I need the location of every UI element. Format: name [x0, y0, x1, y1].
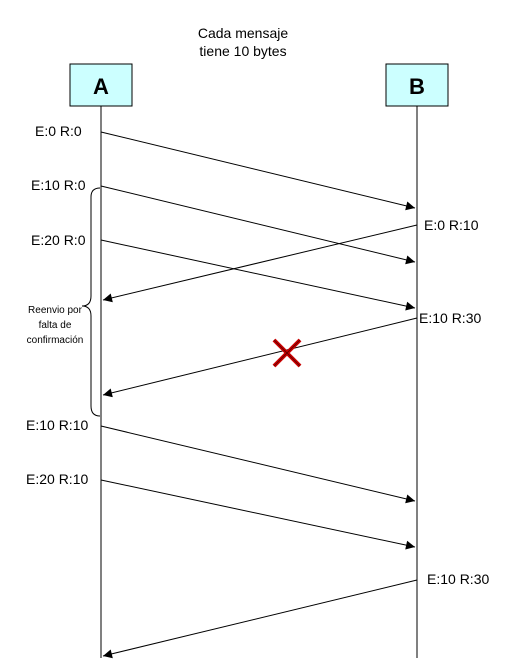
entity-b: B — [385, 63, 449, 107]
resend-note-line-1: Reenvio por — [28, 305, 83, 316]
label-a-5: E:20 R:10 — [26, 471, 88, 487]
ack-arrow-b-to-a-2 — [102, 579, 418, 659]
resend-brace — [81, 187, 101, 417]
entity-b-label: B — [409, 74, 425, 99]
msg-arrow-a-to-b-3 — [100, 239, 416, 311]
entity-a-label: A — [93, 74, 109, 99]
msg-arrow-a-to-b-5 — [100, 479, 416, 550]
label-b-3: E:10 R:30 — [427, 571, 489, 587]
ack-arrow-b-to-a-lost — [102, 317, 418, 398]
entity-b-box — [385, 63, 449, 107]
label-a-4: E:10 R:10 — [26, 417, 88, 433]
msg-arrow-a-to-b-2 — [100, 185, 416, 265]
entity-a-box — [69, 63, 133, 107]
label-a-1: E:0 R:0 — [35, 123, 82, 139]
label-b-2: E:10 R:30 — [419, 310, 481, 326]
label-a-2: E:10 R:0 — [31, 177, 86, 193]
note-line-2: tiene 10 bytes — [199, 43, 286, 59]
lost-message-x-icon — [272, 338, 302, 368]
resend-note-line-3: confirmación — [27, 335, 84, 346]
resend-note-line-2: falta de — [39, 320, 72, 331]
note-line-1: Cada mensaje — [198, 25, 288, 41]
label-a-3: E:20 R:0 — [31, 232, 86, 248]
label-b-1: E:0 R:10 — [424, 217, 479, 233]
ack-arrow-b-to-a-1 — [102, 224, 418, 303]
entity-a: A — [69, 63, 133, 107]
msg-arrow-a-to-b-1 — [100, 131, 416, 211]
msg-arrow-a-to-b-4 — [100, 425, 416, 504]
